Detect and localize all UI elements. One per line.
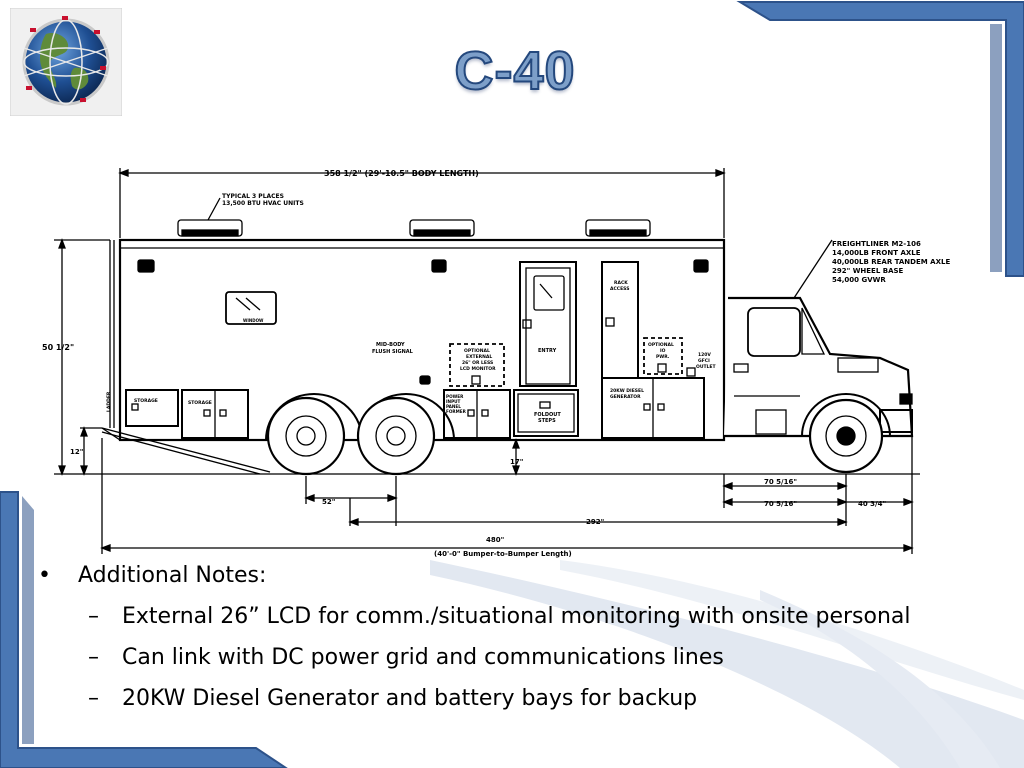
note-item-text: Can link with DC power grid and communic… (122, 645, 724, 670)
storage-compartment (125, 389, 179, 427)
monitor-label: OPTIONAL (464, 348, 490, 354)
truck-bumper (879, 409, 913, 433)
overall-length-label: 480" (486, 536, 504, 544)
generator-label: GENERATOR (610, 394, 641, 400)
background-swoosh-lower (760, 590, 1000, 768)
note-item: –Can link with DC power grid and communi… (88, 645, 724, 670)
dash-icon: – (88, 604, 99, 629)
entry-label: ENTRY (538, 348, 557, 354)
entry-door (519, 261, 577, 387)
note-item: –External 26” LCD for comm./situational … (88, 604, 911, 629)
frame-top-right-inner (990, 24, 1002, 272)
frame-bottom-left-inner (22, 496, 34, 744)
background-swoosh (430, 560, 1024, 768)
foldout-label: STEPS (538, 418, 556, 424)
frame-bottom-left (0, 491, 288, 768)
step-height-label: 17" (510, 458, 523, 466)
wheel-base-label: 292" (586, 518, 604, 526)
frame-top-right (736, 0, 1024, 277)
body-length-label: 358 1/2" (29'-10.5" BODY LENGTH) (324, 169, 479, 178)
overall-length-sublabel: (40'-0" Bumper-to-Bumper Length) (434, 550, 572, 558)
mid-body-label: MID-BODY (376, 342, 405, 348)
window-label: WINDOW (243, 318, 264, 323)
truck-spec-label: FREIGHTLINER M2-106 (832, 240, 921, 248)
power-option-label: PWR. (656, 354, 670, 360)
power-input-label: PANEL (446, 404, 461, 409)
dash-icon: – (88, 645, 99, 670)
hvac-label: TYPICAL 3 PLACES (222, 193, 284, 200)
note-item: –20KW Diesel Generator and battery bays … (88, 686, 697, 711)
truck-spec-label: 292" WHEEL BASE (832, 267, 904, 275)
page-title: C-40 (453, 40, 576, 102)
foldout-label: FOLDOUT (534, 412, 561, 418)
generator-label: 20KW DIESEL (610, 388, 644, 394)
outlet-label: 120V (698, 352, 711, 358)
power-input-label: FORMER (446, 409, 467, 414)
power-option-label: IO (660, 348, 666, 354)
rear-wheel-1 (266, 396, 346, 476)
ground-clearance-label: 12" (70, 448, 83, 456)
monitor-label: 26" OR LESS (462, 360, 493, 366)
axle-spacing-label: 52" (322, 498, 335, 506)
body-box (118, 238, 726, 442)
foldout-steps-compartment (513, 389, 579, 437)
monitor-label: LCD MONITOR (460, 366, 496, 372)
notes-heading-row: • Additional Notes: (36, 563, 266, 588)
globe-icon (10, 8, 122, 116)
storage-label: STORAGE (134, 398, 158, 404)
ladder-label: LADDER (106, 391, 112, 412)
storage-label: STORAGE (188, 400, 212, 406)
note-item-text: External 26” LCD for comm./situational m… (122, 604, 911, 629)
outlet-label: GFCI (698, 358, 710, 364)
power-input-label: INPUT (446, 399, 461, 404)
truck-spec-label: 54,000 GVWR (832, 276, 886, 284)
monitor-label: EXTERNAL (466, 354, 492, 360)
optional-monitor-box (449, 343, 505, 387)
bullet-icon: • (38, 563, 51, 588)
front-dim-label: 70 5/16" (764, 478, 797, 486)
rack-label: RACK (614, 280, 628, 286)
note-item-text: 20KW Diesel Generator and battery bays f… (122, 686, 698, 711)
hvac-label: 13,500 BTU HVAC UNITS (222, 200, 304, 207)
rack-label: ACCESS (610, 286, 629, 292)
rear-wheel-2 (356, 396, 436, 476)
power-option-label: OPTIONAL (648, 342, 674, 348)
dash-icon: – (88, 686, 99, 711)
outlet-label: OUTLET (696, 364, 716, 370)
truck-spec-label: 40,000LB REAR TANDEM AXLE (832, 258, 950, 266)
body-window (225, 291, 277, 325)
optional-power-box (643, 337, 683, 375)
background-swoosh-inner (560, 560, 1024, 700)
power-input-label: POWER (446, 394, 464, 399)
height-label: 50 1/2" (42, 343, 74, 352)
notes-heading: Additional Notes: (78, 563, 267, 588)
front-overhang-label: 40 3/4" (858, 500, 886, 508)
mid-body-label: FLUSH SIGNAL (372, 349, 414, 355)
front-dim-label: 70 5/16" (764, 500, 797, 508)
truck-spec-label: 14,000LB FRONT AXLE (832, 249, 921, 257)
vehicle-diagram: 358 1/2" (29'-10.5" BODY LENGTH) TYPICAL… (42, 168, 950, 558)
